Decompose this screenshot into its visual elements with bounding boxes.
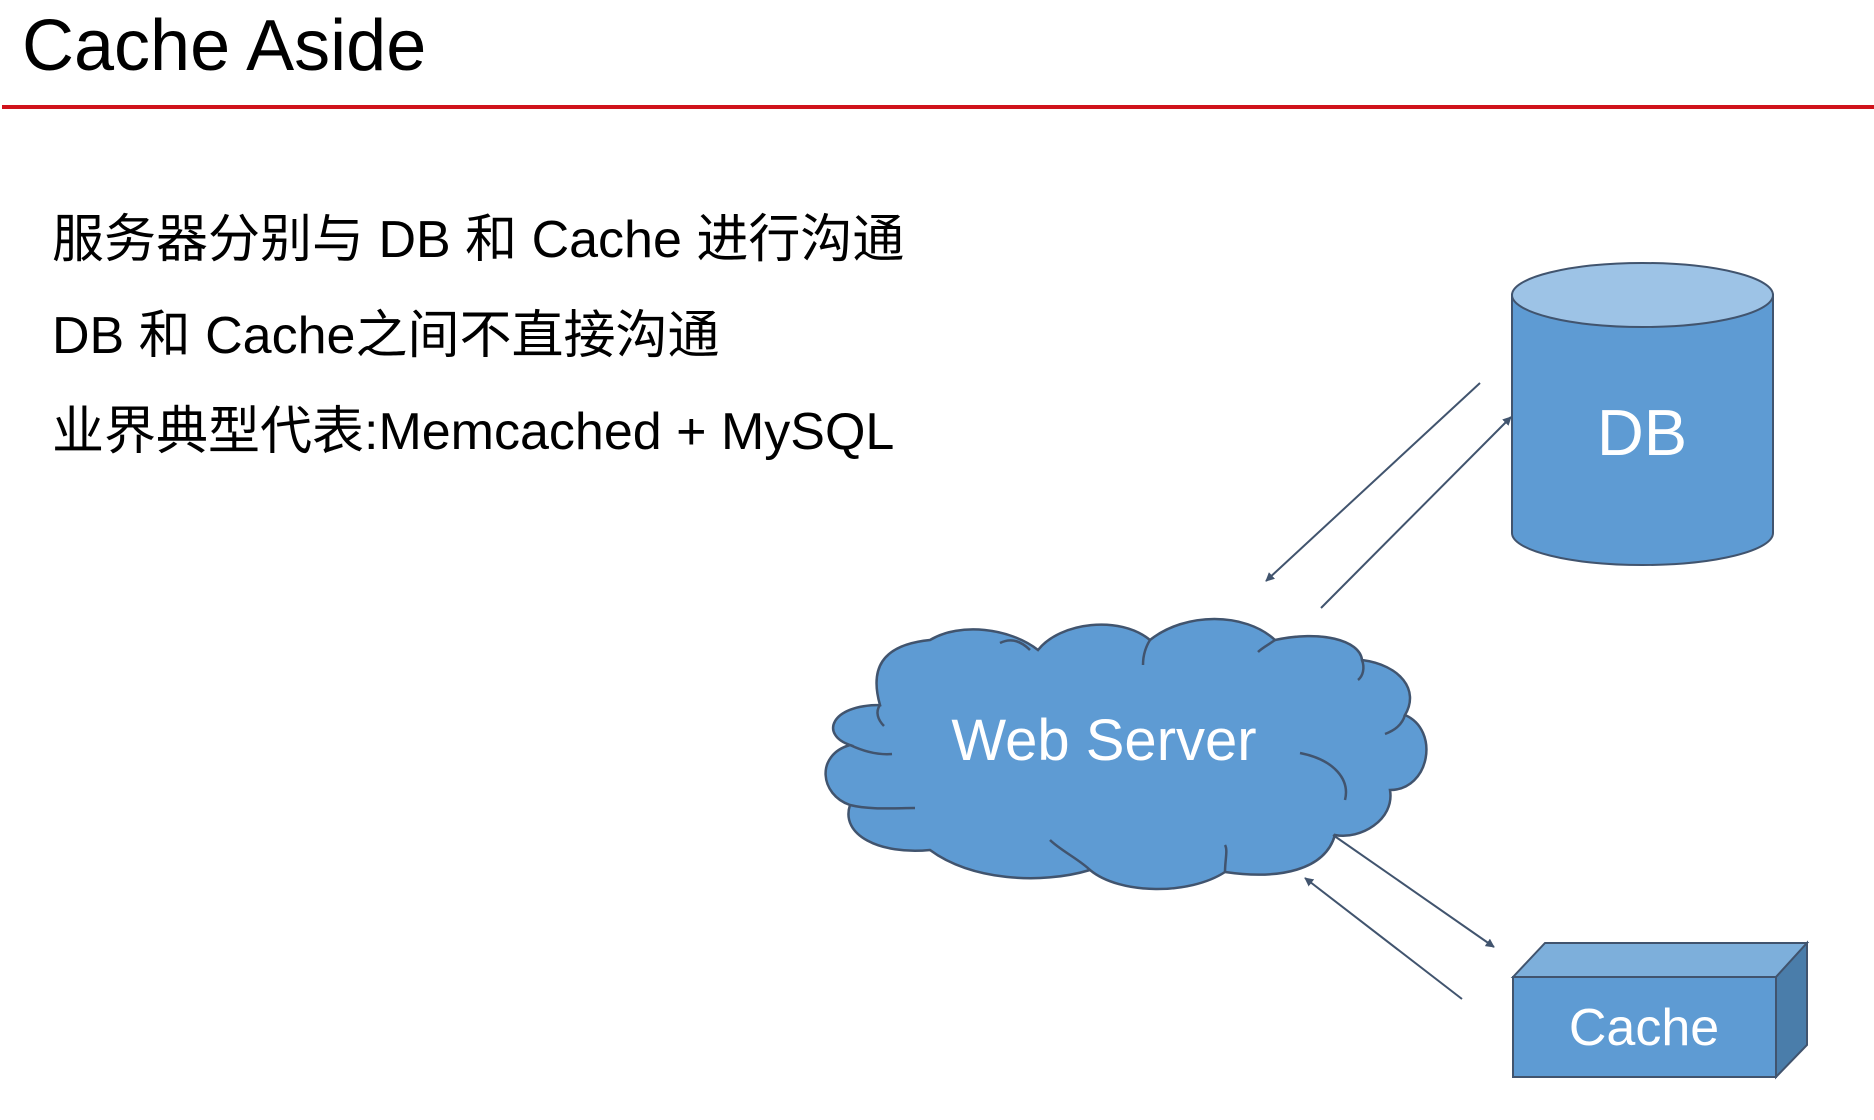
box-top-face [1510,942,1810,978]
arrow-cache-to-server [1304,877,1463,1000]
cloud-icon [824,617,1428,891]
cylinder-top [1511,262,1774,328]
cache-label: Cache [1569,999,1719,1057]
db-node: DB [1511,262,1774,566]
cylinder-icon [1511,294,1774,566]
cache-node: Cache [1510,940,1810,1080]
arrow-server-to-db [1320,416,1512,609]
title-divider [2,105,1874,109]
arrow-db-to-server [1265,382,1481,582]
bullet-list: 服务器分别与 DB 和 Cache 进行沟通 DB 和 Cache之间不直接沟通… [52,192,904,480]
db-label: DB [1597,396,1687,469]
web-server-label: Web Server [951,708,1256,773]
bullet-item: 服务器分别与 DB 和 Cache 进行沟通 [52,211,905,269]
bullet-item: DB 和 Cache之间不直接沟通 [52,307,720,365]
slide-title: Cache Aside [22,6,427,86]
cloud-detail [849,638,1407,873]
bullet-item: 业界典型代表:Memcached + MySQL [52,403,895,461]
arrow-server-to-cache [1332,834,1495,948]
box-3d-icon [1512,976,1777,1078]
web-server-node: Web Server [824,617,1428,891]
